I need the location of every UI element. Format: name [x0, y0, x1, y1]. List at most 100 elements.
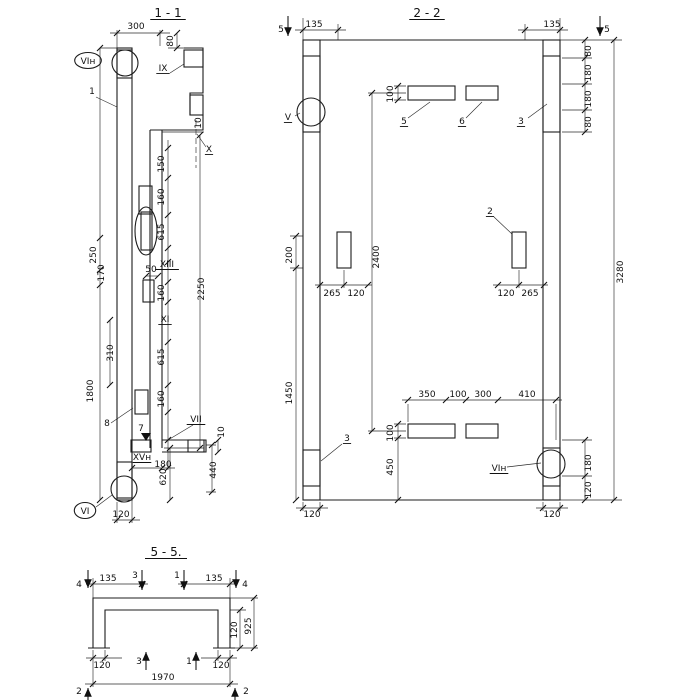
- part-number: 3: [518, 117, 524, 127]
- left-rib-top-hatch: [302, 55, 321, 133]
- dim: 120: [543, 510, 560, 520]
- dim: 310: [106, 344, 116, 361]
- detail-mark: VIн: [81, 57, 96, 67]
- dim: 120: [347, 289, 364, 299]
- dim: 160: [157, 284, 167, 301]
- left-rib: [302, 39, 321, 501]
- dim: 615: [157, 348, 167, 365]
- dim: 300: [127, 22, 144, 32]
- rib-outline: [149, 129, 163, 448]
- rebar-block: [134, 389, 149, 415]
- dim: 50: [145, 265, 157, 275]
- dimension-lines: [99, 30, 219, 523]
- rebar-mesh-block: [407, 85, 456, 101]
- top-hatch-block: [183, 49, 204, 68]
- left-rib-bottom-hatch: [302, 449, 321, 487]
- dim: 170: [97, 264, 107, 281]
- dim: 250: [89, 246, 99, 263]
- detail-mark: VIн: [492, 464, 507, 474]
- cut-label: 5: [604, 25, 610, 35]
- dim: 80: [584, 45, 594, 57]
- dim: 180: [584, 64, 594, 81]
- dim: 620: [159, 468, 169, 485]
- rebar-mesh-block: [407, 423, 456, 439]
- detail-mark: XVн: [133, 453, 151, 463]
- dim: 2250: [197, 277, 207, 300]
- detail-ellipse: [134, 206, 158, 256]
- dim: 120: [212, 661, 229, 671]
- dim: 200: [285, 246, 295, 263]
- detail-mark: XIII: [160, 260, 174, 270]
- dim: 120: [93, 661, 110, 671]
- dim: 80: [584, 116, 594, 128]
- dim: 100: [449, 390, 466, 400]
- dim: 150: [157, 155, 167, 172]
- dim: 925: [244, 617, 254, 634]
- rebar-mesh-block: [465, 85, 499, 101]
- dim: 410: [518, 390, 535, 400]
- detail-mark: VI: [81, 507, 90, 517]
- rebar-block: [138, 185, 153, 215]
- dim: 100: [386, 85, 396, 102]
- dimension-ticks: [89, 580, 258, 688]
- cut-label: 4: [242, 580, 248, 590]
- section-title: 1 - 1: [154, 6, 181, 20]
- part-number: 2: [487, 207, 493, 217]
- dim: 160: [157, 390, 167, 407]
- section-title: 2 - 2: [413, 6, 440, 20]
- dimension-ticks: [96, 29, 222, 524]
- dim: 100: [386, 424, 396, 441]
- right-rib: [542, 39, 561, 501]
- part-number: 6: [459, 117, 465, 127]
- dim: 135: [305, 20, 322, 30]
- detail-circle-left: [296, 97, 326, 127]
- panel-edges: [320, 39, 543, 501]
- cut-label: 3: [136, 657, 142, 667]
- dim: 2400: [372, 245, 382, 268]
- rebar-mesh-block: [336, 231, 352, 269]
- dim: 180: [154, 460, 171, 470]
- bottom-hatch-block: [187, 439, 205, 453]
- cut-label: 2: [76, 687, 82, 697]
- column-bottom-hatch: [116, 461, 133, 499]
- dimension-lines: [85, 578, 258, 687]
- dim: 80: [166, 35, 176, 47]
- part-number: 7: [138, 424, 144, 434]
- leader-lines: [294, 101, 548, 468]
- dim: 120: [584, 481, 594, 498]
- bottom-step-outline: [162, 439, 207, 453]
- detail-circle-bottom: [110, 475, 138, 503]
- detail-mark: X: [206, 145, 212, 155]
- dim: 120: [230, 621, 240, 638]
- dim: 120: [112, 510, 129, 520]
- dim: 1450: [285, 381, 295, 404]
- rebar-anchor: [189, 94, 204, 116]
- dim: 10: [194, 117, 204, 129]
- dim: 350: [418, 390, 435, 400]
- cut-label: 1: [186, 657, 192, 667]
- right-rib-bottom-hatch: [542, 447, 561, 487]
- channel-outline: [92, 597, 231, 649]
- dim: 265: [521, 289, 538, 299]
- part-number: 3: [344, 434, 350, 444]
- detail-mark: XI: [161, 315, 170, 325]
- dimension-lines: [290, 18, 622, 511]
- right-rib-top-hatch: [542, 55, 561, 133]
- part-number: 8: [104, 419, 110, 429]
- dim: 3280: [616, 260, 626, 283]
- column-top-hatch: [116, 49, 133, 79]
- dim: 1800: [86, 379, 96, 402]
- part-number: 5: [401, 117, 407, 127]
- cut-label: 1: [174, 571, 180, 581]
- dim: 180: [584, 454, 594, 471]
- detail-mark: V: [285, 113, 292, 123]
- detail-mark: VII: [190, 415, 201, 425]
- leader-lines: [95, 63, 207, 508]
- rebar-block: [140, 211, 153, 251]
- rebar-block: [130, 439, 152, 453]
- rebar-block: [142, 279, 155, 303]
